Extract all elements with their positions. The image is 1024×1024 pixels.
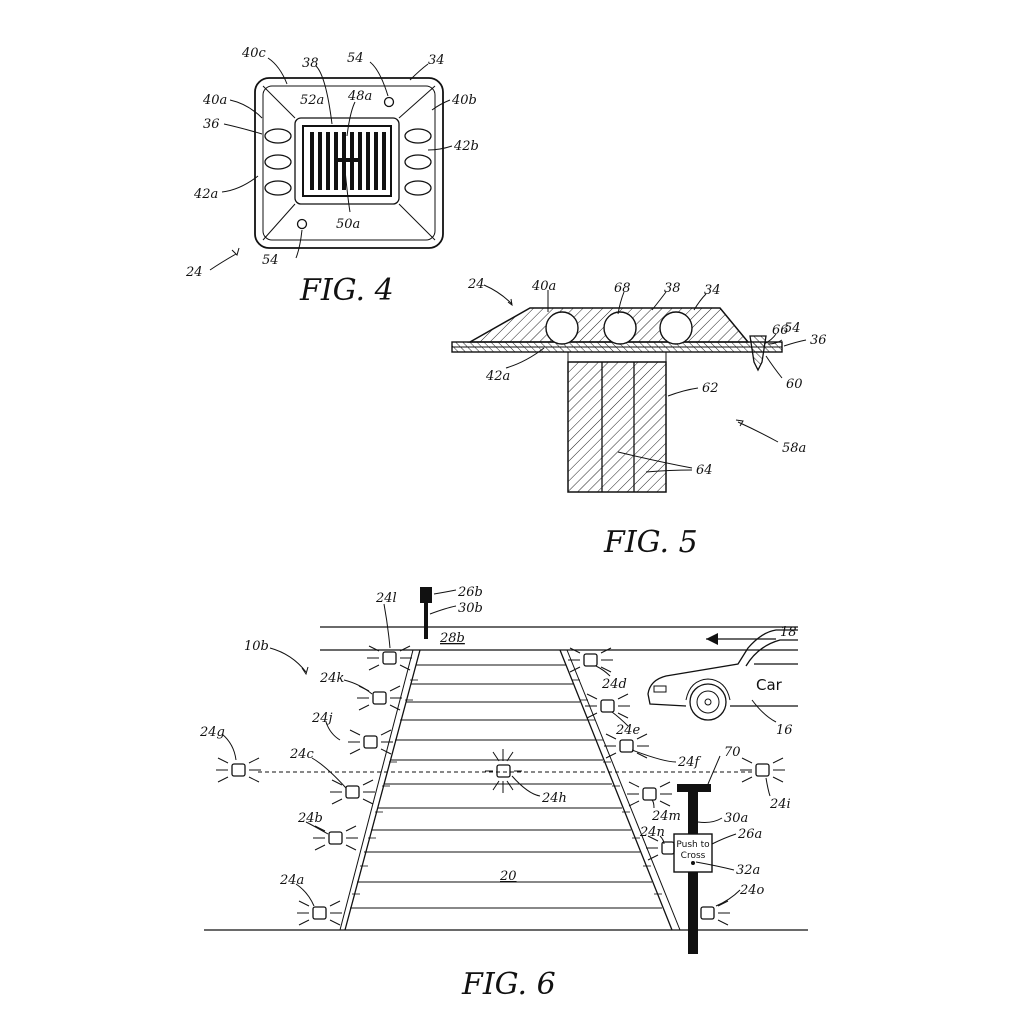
- led-lenses: [264, 128, 432, 196]
- marker-24a: [297, 900, 342, 926]
- label-24n: 24n: [639, 825, 665, 840]
- label-26a: 26a: [737, 827, 762, 842]
- label-10b: 10b: [244, 639, 269, 654]
- label-62: 62: [702, 381, 719, 396]
- label-68: 68: [614, 281, 631, 296]
- label-34: 34: [428, 53, 445, 68]
- label-24d: 24d: [601, 677, 627, 692]
- push-to-cross-sign: [673, 833, 713, 873]
- label-24i: 24i: [769, 797, 791, 812]
- far-signal-post: [420, 587, 432, 639]
- label-36: 36: [203, 117, 220, 132]
- label-24e: 24e: [615, 723, 641, 738]
- fig6-labels: 26b 30b 24l 18 10b 28b 24k 24d 24j 24e 1…: [199, 585, 797, 1002]
- label-32a: 32a: [736, 863, 760, 878]
- marker-24o: [700, 900, 730, 926]
- fig6-caption: FIG. 6: [461, 967, 556, 1002]
- label-24: 24: [467, 277, 485, 292]
- label-26b: 26b: [457, 585, 483, 600]
- stem: [567, 361, 667, 493]
- label-42a: 42a: [193, 187, 218, 202]
- label-50a: 50a: [336, 217, 360, 232]
- label-42b: 42b: [453, 139, 479, 154]
- screw: [749, 335, 767, 372]
- fig4-marker-top-view: [209, 57, 453, 271]
- car: Car: [647, 629, 798, 721]
- label-24b: 24b: [297, 811, 323, 826]
- label-24f: 24f: [677, 755, 702, 770]
- label-30a: 30a: [724, 811, 748, 826]
- label-38: 38: [664, 281, 681, 296]
- label-54: 54: [347, 51, 364, 66]
- label-24: 24: [185, 265, 203, 280]
- marker-24b: [313, 825, 358, 851]
- label-18: 18: [780, 625, 797, 640]
- label-70: 70: [724, 745, 741, 760]
- label-58a: 58a: [782, 441, 806, 456]
- label-52a: 52a: [300, 93, 324, 108]
- fig5-caption: FIG. 5: [603, 525, 698, 560]
- label-40b: 40b: [451, 93, 477, 108]
- label-48a: 48a: [347, 89, 372, 104]
- marker-24k: [357, 685, 402, 711]
- road-markers: [216, 645, 785, 926]
- car-text: Car: [756, 676, 783, 694]
- screw-hole: [383, 96, 395, 108]
- fig6-crosswalk-scene: Push to Cross Car: [204, 587, 808, 954]
- label-34: 34: [704, 283, 721, 298]
- marker-24f: [604, 733, 649, 759]
- label-60: 60: [786, 377, 803, 392]
- marker-24c: [330, 779, 375, 805]
- marker-24j: [348, 729, 393, 755]
- fig4-caption: FIG. 4: [299, 273, 394, 308]
- label-24l: 24l: [375, 591, 397, 606]
- label-24m: 24m: [651, 809, 681, 824]
- label-30b: 30b: [458, 601, 483, 616]
- label-24j: 24j: [311, 711, 333, 726]
- label-40a: 40a: [531, 279, 556, 294]
- label-40a: 40a: [202, 93, 227, 108]
- label-64: 64: [696, 463, 713, 478]
- marker-24m: [627, 781, 672, 807]
- marker-24h: [485, 749, 522, 793]
- solar-panel-grid: [310, 132, 386, 190]
- marker-24i: [740, 757, 785, 783]
- screw-hole: [296, 218, 308, 230]
- marker-24d: [568, 647, 613, 673]
- crosswalk: [339, 649, 681, 931]
- label-42a: 42a: [485, 369, 510, 384]
- marker-24l: [367, 645, 412, 671]
- fig5-labels: 24 40a 68 38 34 66 54 36 42a 60 62 58a 6…: [467, 277, 827, 560]
- fig4-labels: 40c 38 54 34 40a 52a 48a 40b 36 42b 42a …: [185, 46, 479, 308]
- marker-24e: [585, 693, 630, 719]
- label-24o: 24o: [739, 883, 765, 898]
- label-24h: 24h: [541, 791, 567, 806]
- label-66: 66: [772, 323, 789, 338]
- label-16: 16: [776, 723, 793, 738]
- label-40c: 40c: [241, 46, 267, 61]
- label-24k: 24k: [319, 671, 345, 686]
- push-button: [691, 861, 695, 865]
- near-signal-post: Push to Cross: [673, 784, 713, 954]
- label-36: 36: [810, 333, 827, 348]
- sign-line1: Push to: [676, 840, 710, 850]
- label-24a: 24a: [279, 873, 304, 888]
- traffic-direction-arrow: [706, 633, 776, 645]
- sign-line2: Cross: [681, 851, 706, 861]
- marker-24g: [216, 757, 261, 783]
- label-54: 54: [262, 253, 279, 268]
- label-20: 20: [499, 869, 517, 884]
- marker-24n: [646, 835, 675, 861]
- label-28b: 28b: [439, 631, 465, 646]
- label-24g: 24g: [199, 725, 225, 740]
- label-24c: 24c: [289, 747, 315, 762]
- label-38: 38: [302, 56, 319, 71]
- fig5-marker-cross-section: [451, 284, 807, 493]
- label-54: 54: [784, 321, 801, 336]
